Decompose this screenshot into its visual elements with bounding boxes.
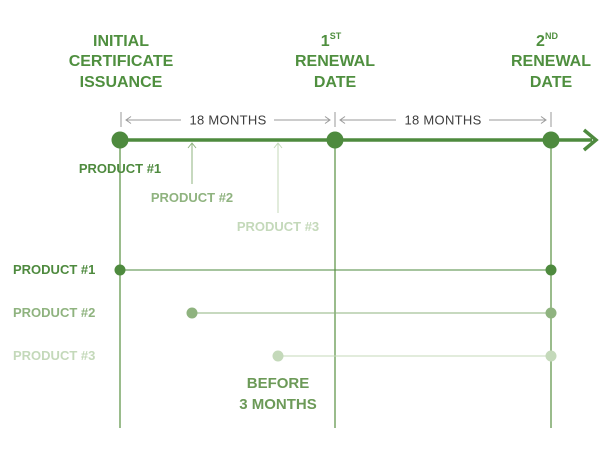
product-row-2: PRODUCT #2 bbox=[13, 305, 557, 320]
milestone-second-renewal-dot bbox=[542, 131, 560, 149]
row-label: PRODUCT #1 bbox=[13, 262, 95, 277]
duration-bracket-2: 18 MONTHS bbox=[339, 112, 552, 128]
header-second-renewal: 2ND RENEWAL DATE bbox=[511, 31, 591, 91]
ordinal-number: 1 bbox=[321, 33, 330, 50]
main-timeline bbox=[111, 128, 599, 152]
timeline-product-3-pointer: PRODUCT #3 bbox=[237, 142, 319, 234]
row-start-dot bbox=[114, 264, 126, 276]
duration-bracket-1: 18 MONTHS bbox=[120, 112, 336, 128]
header-first-renewal: 1ST RENEWAL DATE bbox=[295, 31, 375, 91]
duration-label-1: 18 MONTHS bbox=[189, 113, 266, 128]
header-initial-line-1: INITIAL bbox=[93, 33, 149, 50]
milestone-initial-dot bbox=[111, 131, 129, 149]
pointer-arrow-icon bbox=[273, 142, 283, 149]
header-second-renewal-line-2: DATE bbox=[530, 74, 573, 91]
product-row-1: PRODUCT #1 bbox=[13, 262, 557, 277]
note-line-1: BEFORE bbox=[247, 375, 310, 392]
arrowhead-left-icon bbox=[339, 116, 346, 124]
row-label: PRODUCT #3 bbox=[13, 348, 95, 363]
header-initial-issuance: INITIAL CERTIFICATE ISSUANCE bbox=[69, 33, 174, 91]
row-label: PRODUCT #2 bbox=[13, 305, 95, 320]
pointer-arrow-icon bbox=[187, 142, 197, 149]
header-second-renewal-ordinal: 2ND bbox=[536, 31, 558, 50]
header-first-renewal-line-1: RENEWAL bbox=[295, 53, 375, 70]
note-line-2: 3 MONTHS bbox=[239, 396, 317, 413]
header-second-renewal-line-1: RENEWAL bbox=[511, 53, 591, 70]
header-initial-line-2: CERTIFICATE bbox=[69, 53, 174, 70]
ordinal-suffix: ND bbox=[545, 31, 558, 41]
timeline-product-2-pointer: PRODUCT #2 bbox=[151, 142, 233, 205]
header-first-renewal-ordinal: 1ST bbox=[321, 31, 342, 50]
duration-label-2: 18 MONTHS bbox=[404, 113, 481, 128]
arrowhead-right-icon bbox=[540, 116, 547, 124]
timeline-product-3-label: PRODUCT #3 bbox=[237, 219, 319, 234]
header-first-renewal-line-2: DATE bbox=[314, 74, 357, 91]
milestone-first-renewal-dot bbox=[326, 131, 344, 149]
timeline-product-2-label: PRODUCT #2 bbox=[151, 190, 233, 205]
timeline-arrow-icon bbox=[582, 128, 599, 152]
row-start-dot bbox=[186, 307, 198, 319]
row-end-dot bbox=[545, 264, 557, 276]
ordinal-number: 2 bbox=[536, 33, 545, 50]
timeline-product-1-label: PRODUCT #1 bbox=[79, 161, 161, 176]
arrowhead-left-icon bbox=[125, 116, 132, 124]
row-start-dot bbox=[272, 350, 284, 362]
ordinal-suffix: ST bbox=[330, 31, 342, 41]
header-initial-line-3: ISSUANCE bbox=[80, 74, 163, 91]
arrowhead-right-icon bbox=[324, 116, 331, 124]
product-row-3: PRODUCT #3 bbox=[13, 348, 557, 363]
before-3-months-note: BEFORE 3 MONTHS bbox=[239, 375, 317, 413]
row-end-dot bbox=[545, 307, 557, 319]
row-end-dot bbox=[545, 350, 557, 362]
